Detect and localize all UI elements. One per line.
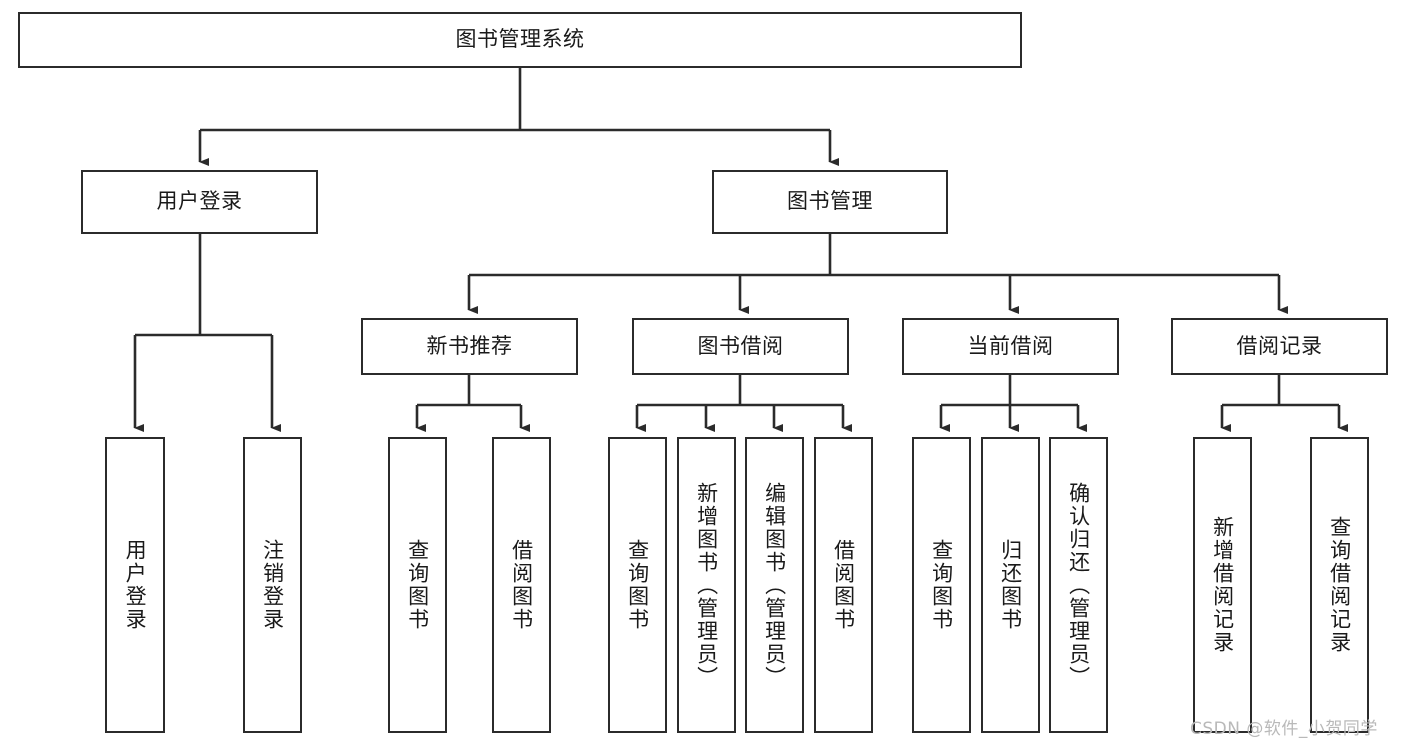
leaf-label: 新增图书（管理员） [694, 481, 719, 689]
node-root-system[interactable]: 图书管理系统 [18, 12, 1022, 68]
leaf-label: 借阅图书 [509, 539, 534, 631]
leaf-label: 注销登录 [260, 539, 285, 631]
leaf-user-login[interactable]: 用户登录 [105, 437, 165, 733]
leaf-return-book[interactable]: 归还图书 [981, 437, 1040, 733]
leaf-label: 编辑图书（管理员） [762, 481, 787, 689]
node-borrowing-records[interactable]: 借阅记录 [1171, 318, 1388, 375]
node-new-book-recommendation[interactable]: 新书推荐 [361, 318, 578, 375]
leaf-label: 借阅图书 [831, 539, 856, 631]
leaf-label: 查询图书 [625, 539, 650, 631]
leaf-edit-book-admin[interactable]: 编辑图书（管理员） [745, 437, 804, 733]
leaf-label: 用户登录 [123, 539, 148, 631]
leaf-label: 查询图书 [405, 539, 430, 631]
leaf-label: 查询借阅记录 [1327, 516, 1352, 654]
leaf-query-book-current[interactable]: 查询图书 [912, 437, 971, 733]
leaf-add-book-admin[interactable]: 新增图书（管理员） [677, 437, 736, 733]
node-current-borrowing[interactable]: 当前借阅 [902, 318, 1119, 375]
node-book-management[interactable]: 图书管理 [712, 170, 948, 234]
leaf-add-borrow-record[interactable]: 新增借阅记录 [1193, 437, 1252, 733]
leaf-label: 确认归还（管理员） [1066, 481, 1091, 689]
leaf-borrow-book-recommendation[interactable]: 借阅图书 [492, 437, 551, 733]
leaf-label: 查询图书 [929, 539, 954, 631]
leaf-query-borrow-record[interactable]: 查询借阅记录 [1310, 437, 1369, 733]
leaf-confirm-return-admin[interactable]: 确认归还（管理员） [1049, 437, 1108, 733]
node-book-borrowing[interactable]: 图书借阅 [632, 318, 849, 375]
leaf-label: 归还图书 [998, 539, 1023, 631]
leaf-borrow-book[interactable]: 借阅图书 [814, 437, 873, 733]
node-user-login[interactable]: 用户登录 [81, 170, 318, 234]
leaf-label: 新增借阅记录 [1210, 516, 1235, 654]
csdn-watermark: CSDN @软件_小贺同学 [1190, 719, 1378, 739]
leaf-query-book-recommendation[interactable]: 查询图书 [388, 437, 447, 733]
leaf-query-book-borrowing[interactable]: 查询图书 [608, 437, 667, 733]
leaf-logout[interactable]: 注销登录 [243, 437, 302, 733]
